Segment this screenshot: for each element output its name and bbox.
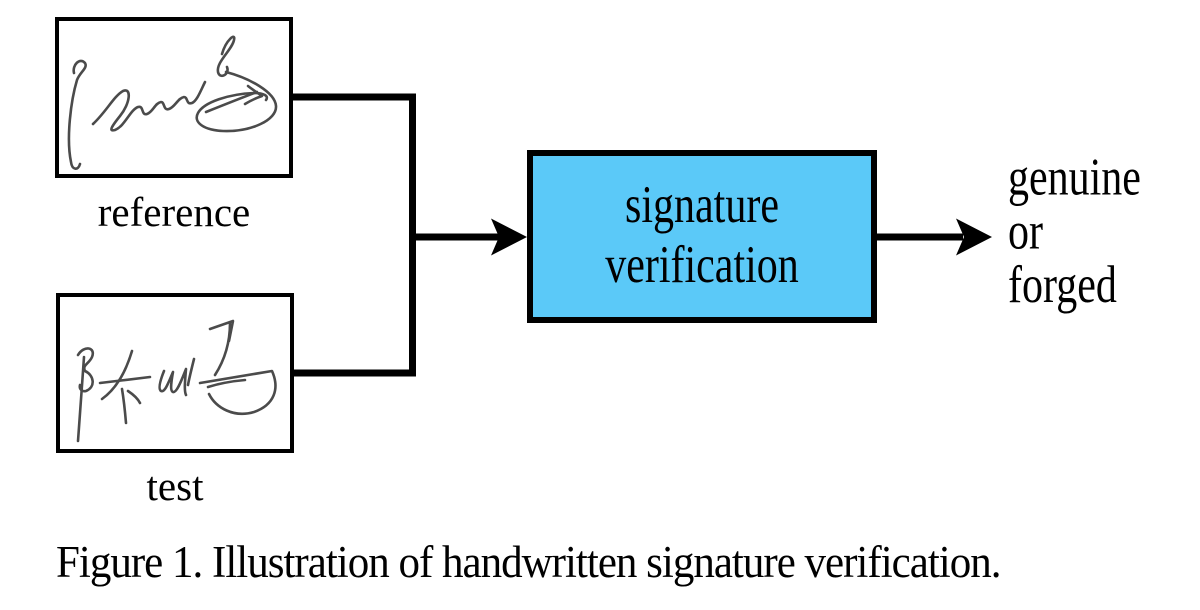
output-line-or: or	[1008, 203, 1043, 261]
signature-verification-box: signature verification	[527, 150, 877, 323]
signature-stroke	[195, 70, 278, 133]
signature-stroke	[158, 367, 188, 397]
signature-stroke	[120, 387, 128, 425]
signature-stroke	[100, 349, 134, 401]
signature-stroke	[206, 378, 247, 389]
output-line-forged: forged	[1008, 256, 1117, 315]
signature-stroke	[76, 347, 95, 393]
reference-label: reference	[97, 189, 251, 235]
signature-stroke	[98, 375, 152, 385]
signature-stroke	[126, 389, 142, 405]
signature-stroke	[67, 59, 87, 170]
signature-stroke	[216, 35, 236, 78]
figure-caption: Figure 1. Illustration of handwritten si…	[56, 537, 1001, 588]
signature-stroke	[91, 80, 207, 132]
signature-stroke	[198, 369, 277, 415]
signature-stroke	[186, 357, 196, 387]
output-arrowhead-icon	[956, 218, 992, 256]
handwritten-signature-test-image	[76, 319, 277, 443]
input-arrowhead-icon	[491, 218, 527, 256]
test-label: test	[146, 463, 204, 509]
signature-stroke	[204, 84, 264, 114]
signature-stroke	[76, 355, 86, 443]
signature-stroke	[213, 321, 232, 377]
reference-signature-box	[55, 17, 293, 178]
process-label-line2: verification	[605, 237, 799, 296]
handwritten-signature-reference-image	[67, 35, 278, 170]
output-decision-label: genuine or forged	[1008, 152, 1141, 313]
output-line-genuine: genuine	[1008, 149, 1141, 207]
process-label-line1: signature	[625, 177, 779, 235]
signature-verification-label: signature verification	[605, 176, 799, 297]
test-signature-box	[56, 293, 294, 453]
